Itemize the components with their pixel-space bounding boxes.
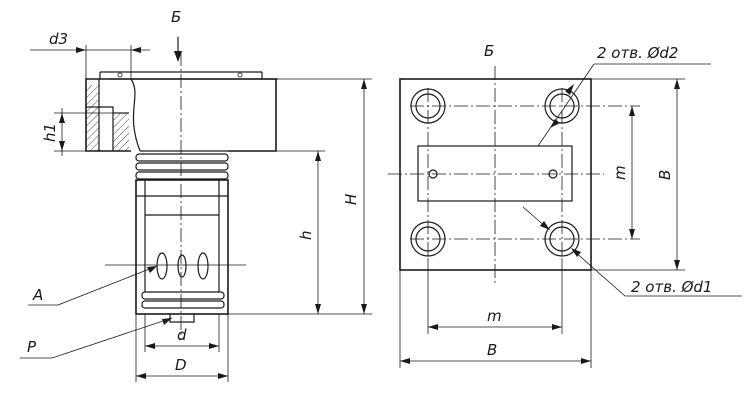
svg-text:m: m bbox=[487, 307, 502, 325]
dimension-H: H bbox=[228, 78, 372, 315]
dimension-h: h bbox=[228, 150, 325, 314]
dimension-m-horizontal: m bbox=[427, 258, 563, 334]
hole-top-left bbox=[410, 88, 446, 124]
leader-p: P bbox=[20, 317, 173, 359]
top-view-b: Б bbox=[388, 42, 742, 368]
view-marker-label: Б bbox=[171, 8, 181, 26]
holes-d1-label: 2 отв. Ød1 bbox=[631, 278, 712, 296]
cartridge-body bbox=[105, 150, 246, 323]
mounting-plate bbox=[399, 78, 592, 271]
dimension-d: d bbox=[144, 314, 220, 352]
leader-holes-d2: 2 отв. Ød2 bbox=[537, 44, 711, 147]
svg-text:D: D bbox=[175, 356, 187, 374]
svg-text:H: H bbox=[342, 194, 360, 205]
dimension-m-vertical: m bbox=[611, 106, 635, 239]
dimension-D: D bbox=[135, 314, 229, 382]
svg-text:h1: h1 bbox=[41, 123, 59, 142]
leader-holes-d1: 2 отв. Ød1 bbox=[522, 206, 742, 297]
holes-d2-label: 2 отв. Ød2 bbox=[597, 44, 678, 62]
svg-text:B: B bbox=[656, 170, 674, 180]
svg-text:d3: d3 bbox=[49, 30, 68, 48]
svg-text:d: d bbox=[177, 326, 187, 344]
dimension-d3: d3 bbox=[30, 30, 150, 79]
dimension-h1: h1 bbox=[41, 108, 113, 156]
leader-a: A bbox=[28, 265, 158, 306]
center-pad bbox=[417, 145, 573, 202]
flange-body bbox=[85, 71, 278, 152]
dimension-B-horizontal: B bbox=[399, 270, 592, 368]
view-b-title: Б bbox=[484, 42, 494, 60]
svg-text:m: m bbox=[611, 165, 629, 180]
svg-text:h: h bbox=[297, 230, 315, 240]
svg-text:A: A bbox=[32, 286, 43, 304]
svg-text:B: B bbox=[487, 341, 497, 359]
front-view: Б d3 h1 H bbox=[20, 8, 372, 382]
svg-text:P: P bbox=[27, 338, 37, 356]
hole-top-right bbox=[544, 88, 580, 124]
hole-bottom-left bbox=[410, 221, 446, 257]
port-a-hole bbox=[156, 252, 168, 280]
section-hatch bbox=[86, 85, 99, 151]
dimension-B-vertical: B bbox=[591, 78, 685, 271]
hole-bottom-right bbox=[544, 221, 580, 257]
view-arrow-b: Б bbox=[171, 8, 182, 62]
